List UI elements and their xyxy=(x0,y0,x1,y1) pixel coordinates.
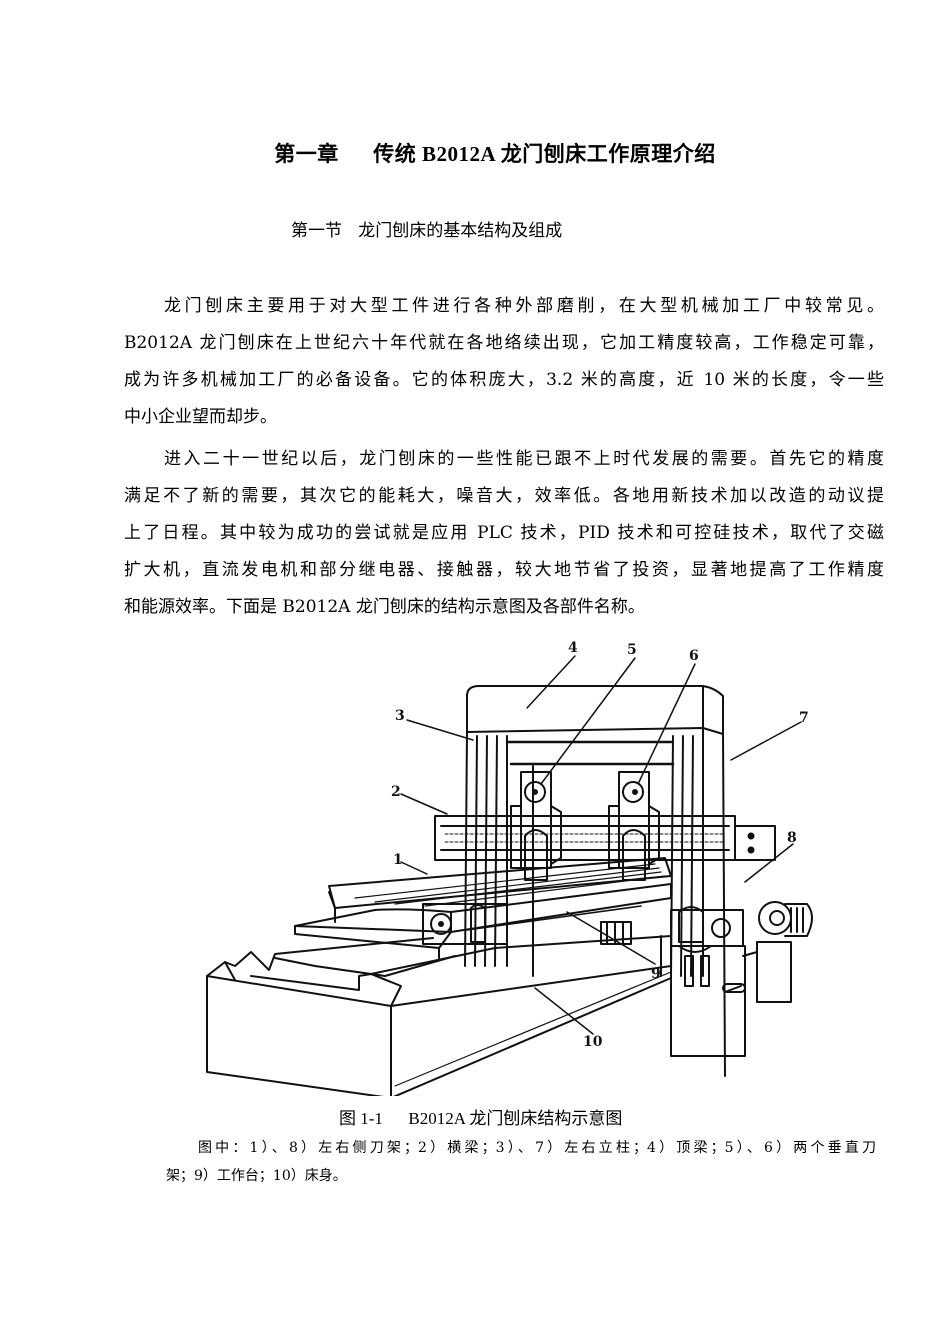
callout-1: 1 xyxy=(393,852,403,868)
callout-numbers: 4 5 6 3 7 2 8 1 9 10 xyxy=(391,640,809,1050)
callout-3: 3 xyxy=(395,708,405,724)
top-beam-drawing xyxy=(466,685,724,735)
paragraph-line: 和能源效率。下面是 B2012A 龙门刨床的结构示意图及各部件名称。 xyxy=(124,597,645,617)
callout-4: 4 xyxy=(568,640,578,656)
paragraph-line: 满足不了新的需要，其次它的能耗大，噪音大，效率低。各地用新技术加以改造的动议提 xyxy=(124,486,884,506)
planer-structure-figure: 4 5 6 3 7 2 8 1 9 10 xyxy=(195,636,825,1096)
callout-8: 8 xyxy=(787,830,797,846)
right-column-drawing xyxy=(670,727,726,1077)
paragraph-line: 扩大机，直流发电机和部分继电器、接触器，较大地节省了投资，显著地提高了工作精度 xyxy=(124,560,884,580)
callout-10: 10 xyxy=(583,1034,603,1050)
motor-drawing xyxy=(742,901,813,1003)
right-side-toolhead-drawing xyxy=(670,906,746,1057)
chapter-title: 第一章 传统 B2012A 龙门刨床工作原理介绍 xyxy=(274,142,716,166)
paragraph-intro: 龙门刨床主要用于对大型工件进行各种外部磨削，在大型机械加工厂中较常见。 B201… xyxy=(124,288,884,436)
figure-legend-line: 架；9）工作台；10）床身。 xyxy=(166,1168,347,1184)
bed-drawing xyxy=(206,935,672,1096)
worktable-drawing xyxy=(294,857,672,959)
callout-2: 2 xyxy=(391,784,401,800)
paragraph-modernization: 进入二十一世纪以后，龙门刨床的一些性能已跟不上时代发展的需要。首先它的精度 满足… xyxy=(124,441,884,626)
paragraph-line: 龙门刨床主要用于对大型工件进行各种外部磨削，在大型机械加工厂中较常见。 xyxy=(164,296,884,316)
paragraph-line: 中小企业望而却步。 xyxy=(124,407,277,427)
paragraph-line: B2012A 龙门刨床在上世纪六十年代就在各地络续出现，它加工精度较高，工作稳定… xyxy=(124,333,884,353)
figure-legend: 图中：1）、8）左右侧刀架；2）横梁；3）、7）左右立柱；4）顶梁；5）、6）两… xyxy=(166,1134,876,1190)
callout-9: 9 xyxy=(651,966,661,982)
cross-rail-drawing xyxy=(434,815,776,861)
callout-leaders xyxy=(400,655,802,1035)
callout-5: 5 xyxy=(627,642,637,658)
paragraph-line: 进入二十一世纪以后，龙门刨床的一些性能已跟不上时代发展的需要。首先它的精度 xyxy=(164,449,884,469)
vertical-toolhead-6-drawing xyxy=(608,771,660,881)
section-title: 第一节 龙门刨床的基本结构及组成 xyxy=(291,221,563,241)
callout-7: 7 xyxy=(799,710,809,726)
paragraph-line: 成为许多机械加工厂的必备设备。它的体积庞大，3.2 米的高度，近 10 米的长度… xyxy=(124,370,884,390)
figure-caption: 图 1-1 B2012A 龙门刨床结构示意图 xyxy=(339,1109,623,1128)
figure-legend-line: 图中：1）、8）左右侧刀架；2）横梁；3）、7）左右立柱；4）顶梁；5）、6）两… xyxy=(198,1140,876,1156)
paragraph-line: 上了日程。其中较为成功的尝试就是应用 PLC 技术，PID 技术和可控硅技术，取… xyxy=(124,523,884,543)
callout-6: 6 xyxy=(689,648,699,664)
